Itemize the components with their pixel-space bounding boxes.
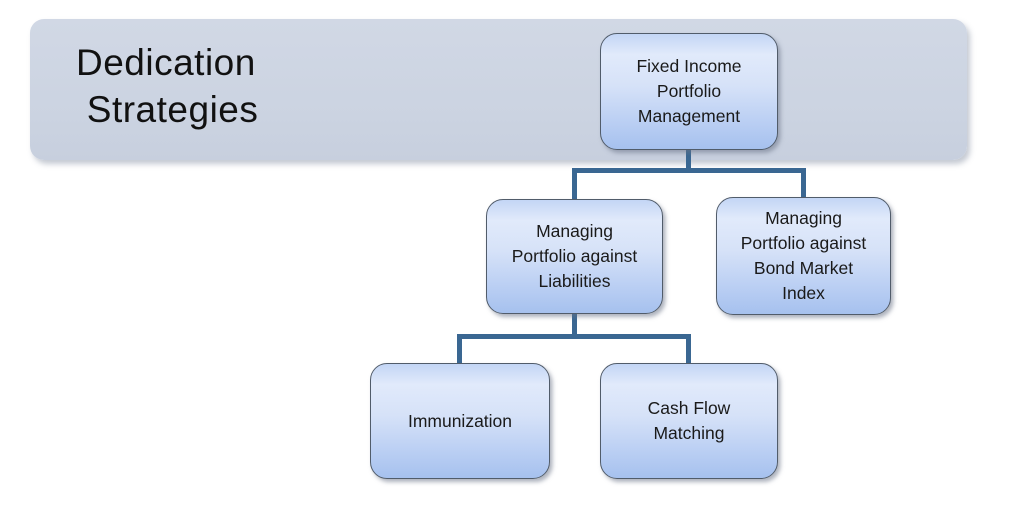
- connector-liabilities-stem: [572, 312, 577, 339]
- connector-root-to-bond-index: [801, 168, 806, 199]
- connector-liabilities-to-immunization: [457, 334, 462, 365]
- node-immunization: Immunization: [370, 363, 550, 479]
- node-label: Immunization: [407, 410, 513, 431]
- node-fixed-income-portfolio-management: Fixed Income Portfolio Management: [600, 33, 778, 150]
- connector-root-horizontal: [572, 168, 806, 173]
- title-banner: Dedication Strategies: [30, 19, 967, 160]
- node-label: Cash Flow Matching: [647, 398, 731, 443]
- slide-title: Dedication Strategies: [76, 42, 259, 131]
- node-label: Fixed Income Portfolio Management: [636, 56, 742, 126]
- node-label: Managing Portfolio against Liabilities: [511, 221, 638, 291]
- node-managing-portfolio-against-liabilities: Managing Portfolio against Liabilities: [486, 199, 663, 314]
- connector-liabilities-to-cash-flow: [686, 334, 691, 365]
- node-label: Managing Portfolio against Bond Market I…: [740, 208, 867, 303]
- node-cash-flow-matching: Cash Flow Matching: [600, 363, 778, 479]
- connector-root-stem: [686, 148, 691, 173]
- connector-liabilities-horizontal: [457, 334, 691, 339]
- connector-root-to-liabilities: [572, 168, 577, 201]
- node-managing-portfolio-against-bond-market-index: Managing Portfolio against Bond Market I…: [716, 197, 891, 315]
